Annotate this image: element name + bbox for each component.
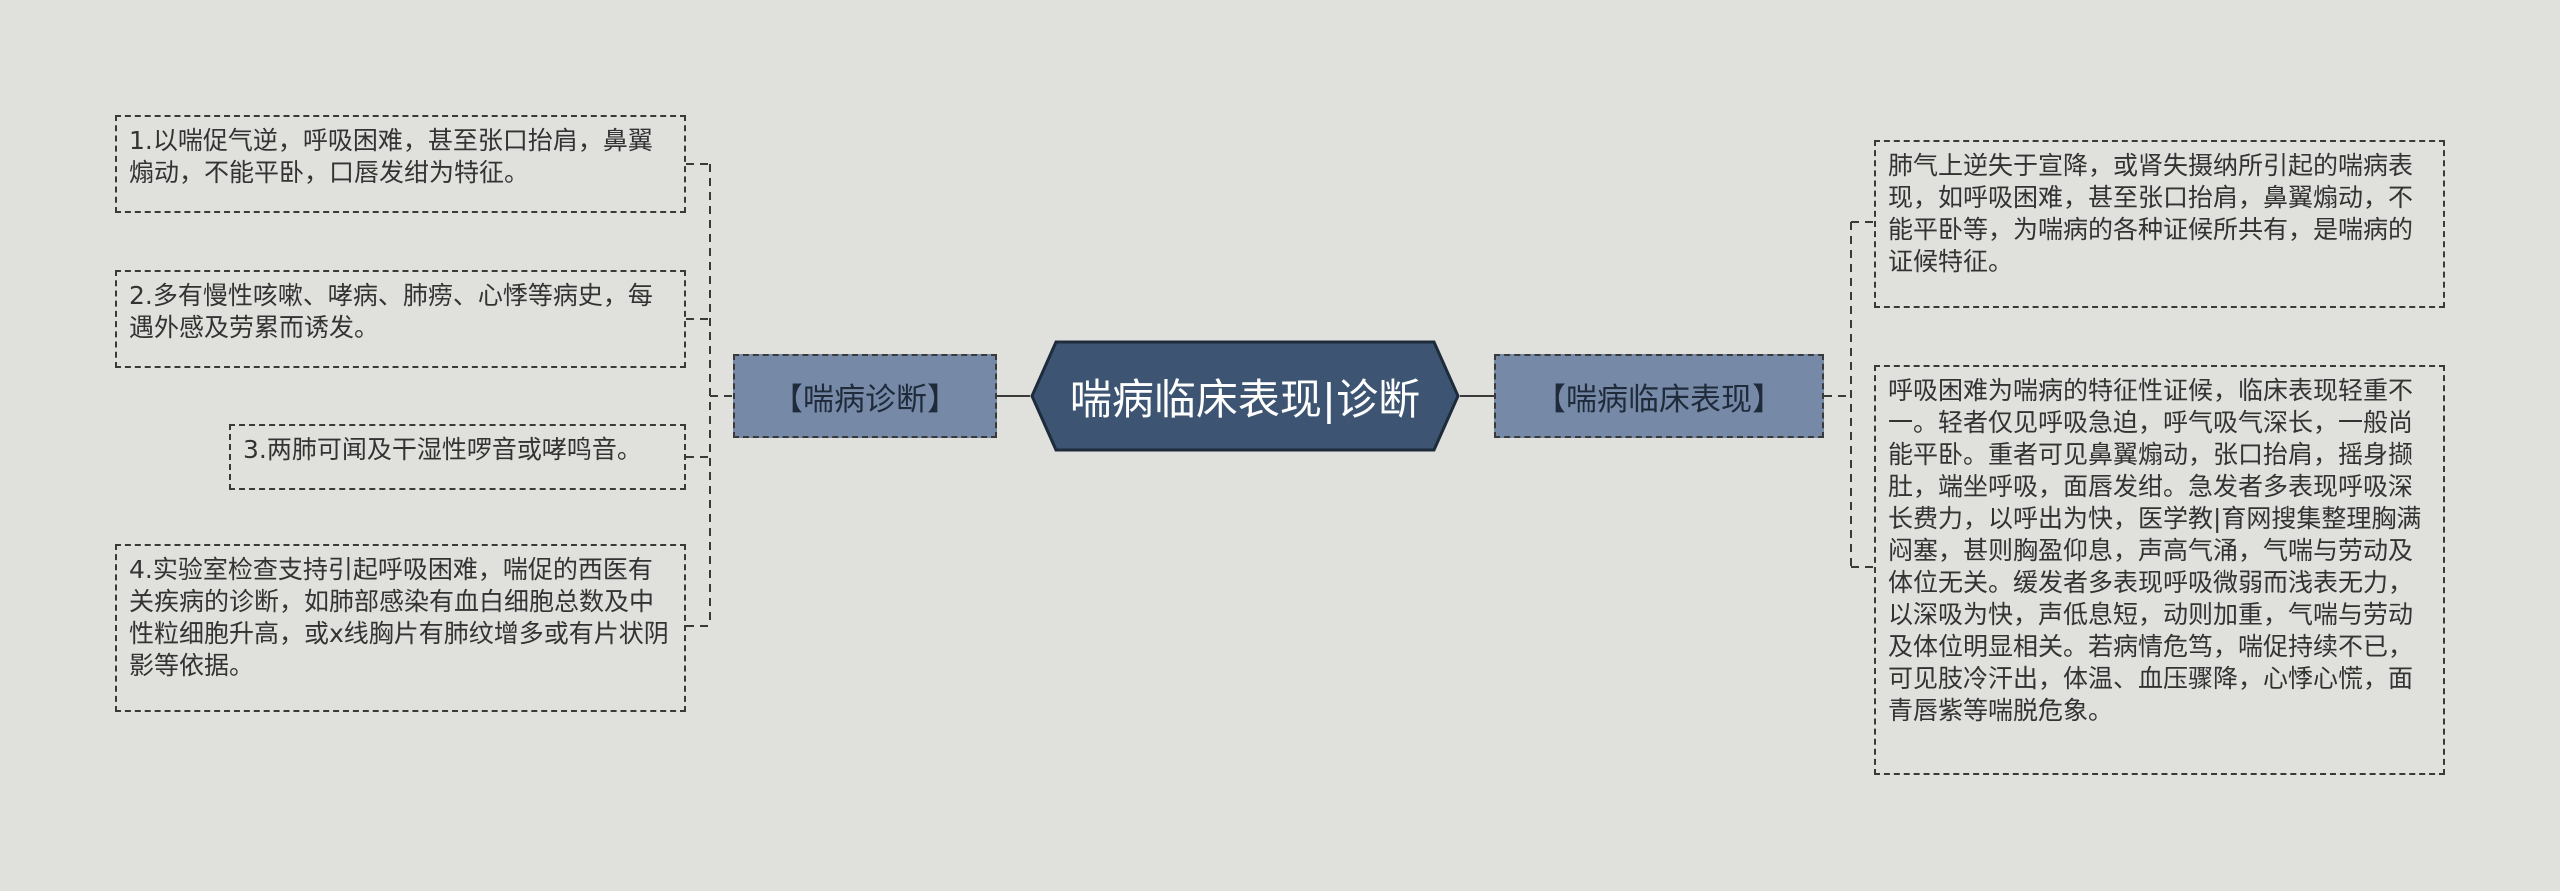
left-leaf-1[interactable]: 1.以喘促气逆，呼吸困难，甚至张口抬肩，鼻翼煽动，不能平卧，口唇发绀为特征。	[115, 115, 686, 213]
right-branch-node[interactable]: 【喘病临床表现】	[1494, 354, 1824, 438]
right-leaf-1[interactable]: 肺气上逆失于宣降，或肾失摄纳所引起的喘病表现，如呼吸困难，甚至张口抬肩，鼻翼煽动…	[1874, 140, 2445, 308]
left-leaf-4-text: 4.实验室检查支持引起呼吸困难，喘促的西医有关疾病的诊断，如肺部感染有血白细胞总…	[129, 555, 669, 680]
left-leaf-3-text: 3.两肺可闻及干湿性啰音或哮鸣音。	[243, 435, 642, 464]
central-topic[interactable]: 喘病临床表现|诊断	[1030, 340, 1460, 452]
central-topic-label: 喘病临床表现|诊断	[1069, 374, 1421, 424]
right-leaf-2-text: 呼吸困难为喘病的特征性证候，临床表现轻重不一。轻者仅见呼吸急迫，呼气吸气深长，一…	[1888, 376, 2422, 725]
left-leaf-3[interactable]: 3.两肺可闻及干湿性啰音或哮鸣音。	[229, 424, 686, 490]
central-topic-shape	[1030, 340, 1460, 452]
right-leaf-1-text: 肺气上逆失于宣降，或肾失摄纳所引起的喘病表现，如呼吸困难，甚至张口抬肩，鼻翼煽动…	[1888, 151, 2414, 276]
right-leaf-2[interactable]: 呼吸困难为喘病的特征性证候，临床表现轻重不一。轻者仅见呼吸急迫，呼气吸气深长，一…	[1874, 365, 2445, 775]
left-leaf-2[interactable]: 2.多有慢性咳嗽、哮病、肺痨、心悸等病史，每遇外感及劳累而诱发。	[115, 270, 686, 368]
right-branch-label: 【喘病临床表现】	[1535, 381, 1783, 418]
left-leaf-1-text: 1.以喘促气逆，呼吸困难，甚至张口抬肩，鼻翼煽动，不能平卧，口唇发绀为特征。	[129, 126, 653, 187]
left-branch-node[interactable]: 【喘病诊断】	[733, 354, 997, 438]
left-leaf-2-text: 2.多有慢性咳嗽、哮病、肺痨、心悸等病史，每遇外感及劳累而诱发。	[129, 281, 653, 342]
left-leaf-4[interactable]: 4.实验室检查支持引起呼吸困难，喘促的西医有关疾病的诊断，如肺部感染有血白细胞总…	[115, 544, 686, 712]
left-branch-label: 【喘病诊断】	[772, 381, 958, 418]
